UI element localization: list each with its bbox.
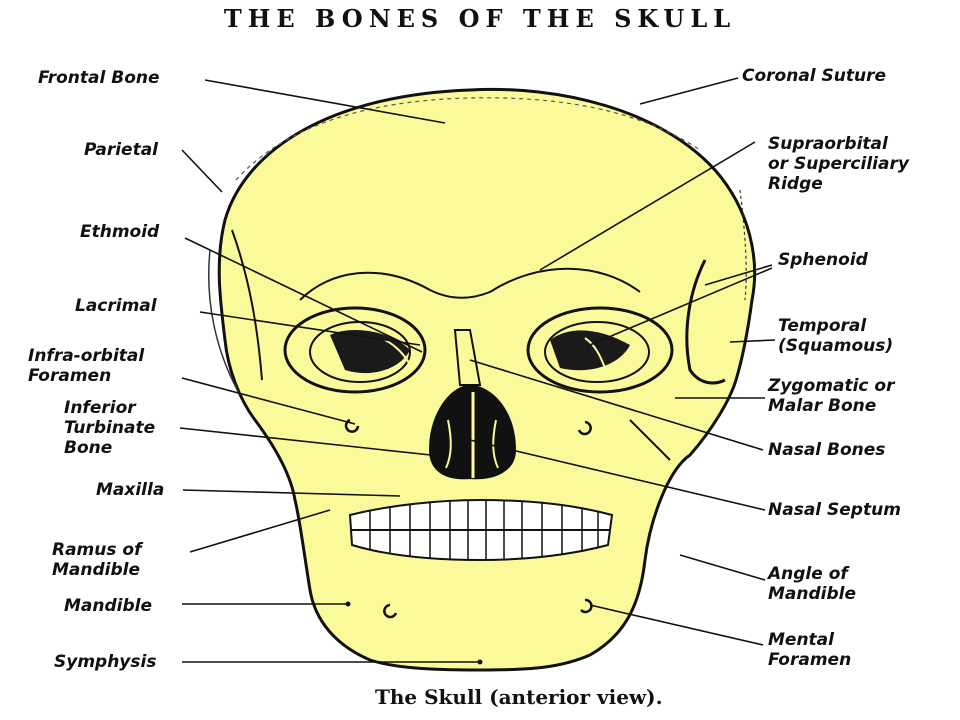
label-temporal: Temporal (Squamous) [778, 316, 894, 356]
label-ethmoid: Ethmoid [80, 222, 160, 242]
label-frontal-bone: Frontal Bone [38, 68, 160, 88]
label-nasal-bones: Nasal Bones [768, 440, 886, 460]
label-inferior-turbinate-bone: Inferior Turbinate Bone [64, 398, 156, 458]
label-infra-orbital-foramen: Infra-orbital Foramen [28, 346, 145, 386]
label-sphenoid: Sphenoid [778, 250, 868, 270]
label-supraorbital-ridge: Supraorbital or Superciliary Ridge [768, 134, 909, 194]
skull-illustration [179, 77, 776, 672]
label-angle-of-mandible: Angle of Mandible [768, 564, 857, 604]
skull-outline [217, 87, 757, 672]
label-lacrimal: Lacrimal [75, 296, 157, 316]
label-mental-foramen: Mental Foramen [768, 630, 852, 670]
leader-lines [179, 77, 776, 663]
teeth [348, 498, 614, 562]
page-title: THE BONES OF THE SKULL [223, 4, 737, 33]
label-nasal-septum: Nasal Septum [768, 500, 901, 520]
label-ramus-of-mandible: Ramus of Mandible [52, 540, 142, 580]
label-parietal: Parietal [84, 140, 159, 160]
label-zygomatic: Zygomatic or Malar Bone [768, 376, 895, 416]
label-coronal-suture: Coronal Suture [742, 66, 887, 86]
label-mandible: Mandible [64, 596, 153, 616]
label-maxilla: Maxilla [96, 480, 165, 500]
label-symphysis: Symphysis [54, 652, 157, 672]
figure-caption: The Skull (anterior view). [375, 685, 663, 709]
